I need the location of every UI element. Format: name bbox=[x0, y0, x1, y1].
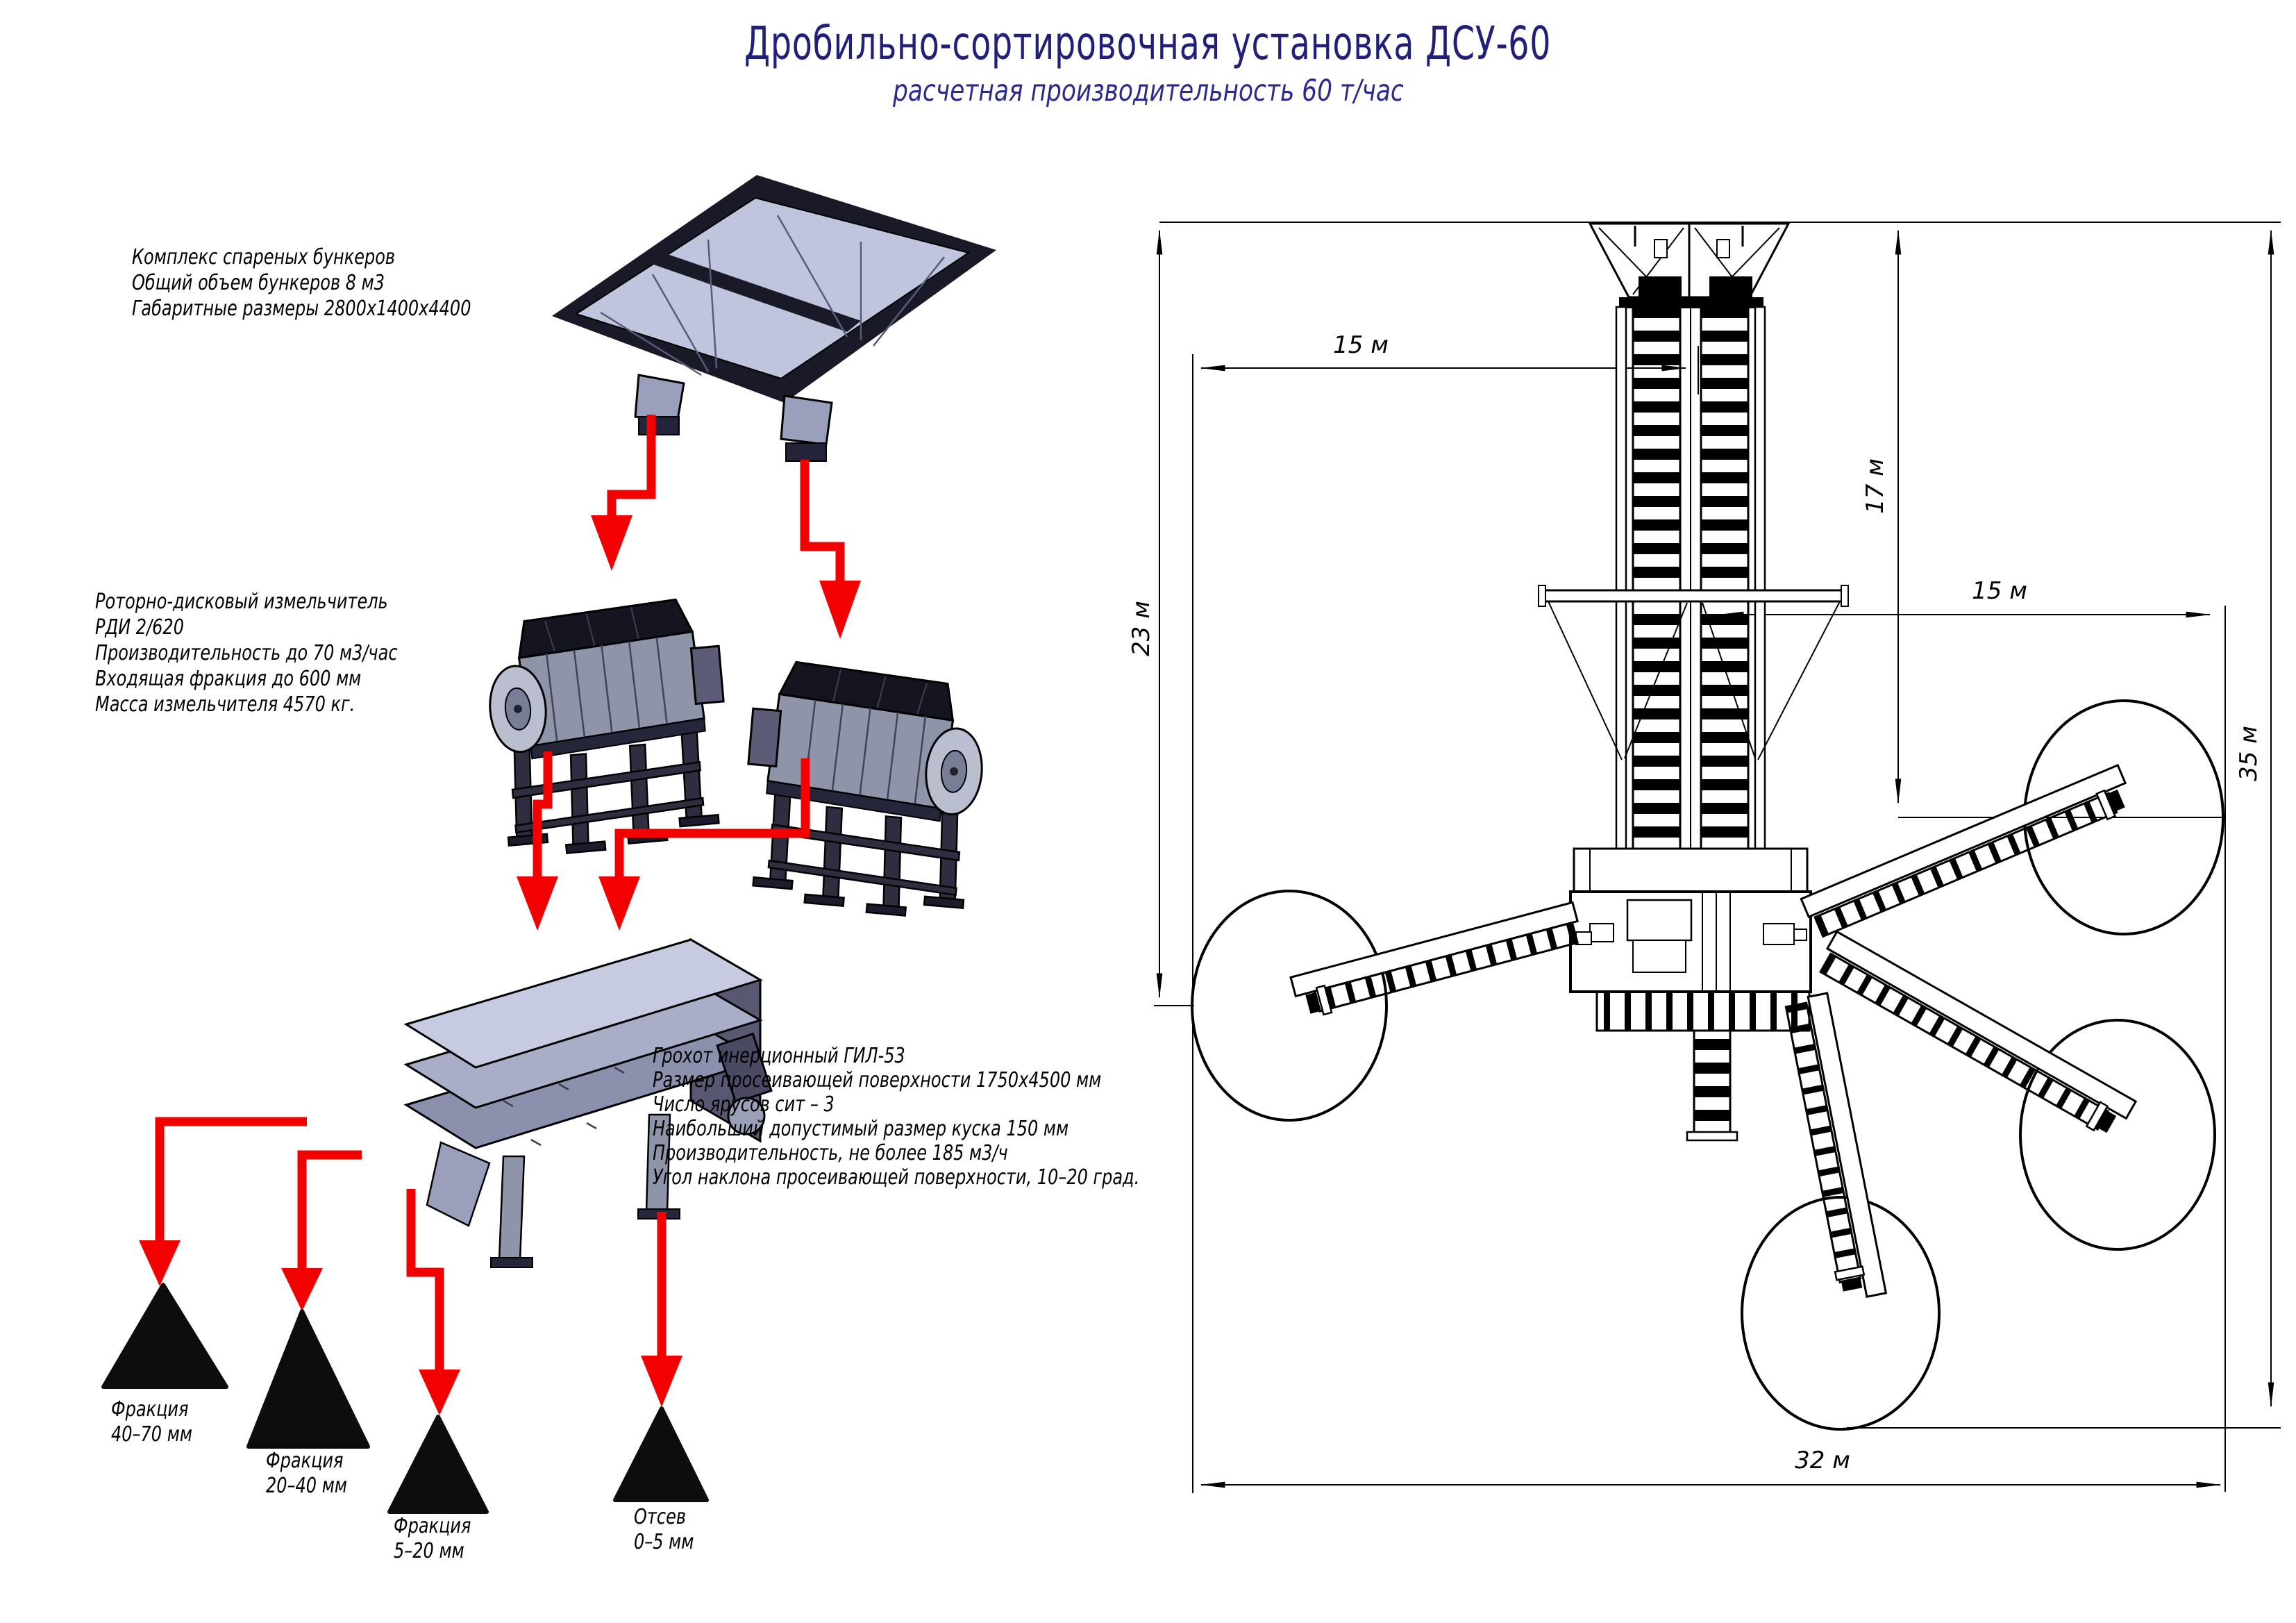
page-subtitle: расчетная производительность 60 т/час bbox=[892, 74, 1404, 108]
crusher-info-line: Масса измельчителя 4570 кг. bbox=[95, 692, 355, 717]
bunker-info-line: Комплекс спареных бункеров bbox=[132, 245, 396, 269]
arrowhead-icon bbox=[281, 1268, 323, 1311]
arrowhead-icon bbox=[517, 876, 558, 931]
bunker-info-line: Габаритные размеры 2800х1400х4400 bbox=[132, 297, 471, 321]
arrowhead-icon bbox=[641, 1356, 682, 1407]
hub-unit bbox=[1569, 847, 1812, 1142]
screen-info-line: Грохот инерционный ГИЛ-53 bbox=[653, 1044, 905, 1068]
screen-info-line: Производительность, не более 185 м3/ч bbox=[653, 1141, 1008, 1165]
dim-label-23m: 23 м bbox=[1128, 601, 1155, 656]
pile-label-1: Фракция 40–70 мм bbox=[111, 1397, 192, 1447]
conveyor-tower bbox=[1538, 306, 1849, 897]
pile-triangle-2 bbox=[246, 1309, 370, 1449]
pile-triangle-3 bbox=[387, 1415, 489, 1514]
flow-arrow-bunker-to-crusher-2 bbox=[800, 460, 845, 581]
extension-lines bbox=[1154, 222, 2281, 1493]
flow-arrow-screen-to-pile3 bbox=[406, 1189, 444, 1370]
bunker-3d bbox=[552, 175, 996, 462]
arrowhead-icon bbox=[139, 1240, 181, 1286]
bunker-info: Комплекс спареных бункеров Общий объем б… bbox=[132, 244, 471, 322]
arrowhead-icon bbox=[591, 515, 632, 571]
bunker-top-view bbox=[1588, 222, 1791, 308]
dimensions: 23 м 15 м 17 м 15 м 35 м 32 м bbox=[1128, 229, 2274, 1488]
bunker-info-line: Общий объем бункеров 8 м3 bbox=[132, 271, 385, 295]
stockpile-circle-left bbox=[1191, 890, 1388, 1122]
fraction-size: 5–20 мм bbox=[394, 1539, 464, 1563]
screen-info-line: Размер просеивающей поверхности 1750х450… bbox=[653, 1068, 1102, 1092]
stockpile-circle-bottom-right bbox=[2019, 1019, 2216, 1251]
dim-label-35m: 35 м bbox=[2235, 726, 2263, 781]
fraction-name: Фракция bbox=[266, 1449, 344, 1473]
dim-label-32m: 32 м bbox=[1795, 1447, 1850, 1474]
radial-conveyor-bottom-right bbox=[1819, 930, 2138, 1133]
screen-info-line: Угол наклона просеивающей поверхности, 1… bbox=[653, 1165, 1140, 1190]
plan-drawing: 23 м 15 м 17 м 15 м 35 м 32 м bbox=[1128, 222, 2281, 1493]
crusher-left bbox=[480, 595, 737, 860]
screen-info-line: Наибольший допустимый размер куска 150 м… bbox=[653, 1117, 1069, 1141]
radial-conveyor-left bbox=[1289, 901, 1579, 1016]
flow-arrow-crusher1-to-screen bbox=[533, 751, 553, 876]
fraction-name: Фракция bbox=[111, 1397, 189, 1422]
crusher-info: Роторно-дисковый измельчитель РДИ 2/620 … bbox=[95, 589, 398, 717]
arrowhead-icon bbox=[419, 1370, 460, 1415]
flow-arrow-crusher2-to-screen bbox=[614, 758, 810, 876]
dim-label-17m: 17 м bbox=[1861, 458, 1889, 514]
flow-arrow-bunker-to-crusher-1 bbox=[607, 415, 656, 515]
pile-triangle-4 bbox=[613, 1406, 709, 1502]
crusher-info-line: Производительность до 70 м3/час bbox=[95, 641, 398, 665]
crusher-info-line: Роторно-дисковый измельчитель bbox=[95, 590, 388, 614]
screen-info-line: Число ярусов сит – 3 bbox=[653, 1092, 835, 1117]
fraction-size: 20–40 мм bbox=[266, 1474, 347, 1498]
page-title: Дробильно-сортировочная установка ДСУ-60 bbox=[744, 17, 1552, 70]
arrowhead-icon bbox=[598, 876, 640, 931]
radial-conveyor-bottom bbox=[1784, 992, 1888, 1298]
dim-label-15m-right: 15 м bbox=[1972, 577, 2027, 605]
fraction-name: Отсев bbox=[634, 1505, 686, 1529]
pile-label-3: Фракция 5–20 мм bbox=[394, 1514, 471, 1564]
flow-arrow-screen-to-pile2 bbox=[297, 1150, 362, 1268]
screen-3d bbox=[403, 938, 773, 1268]
arrowhead-icon bbox=[819, 581, 861, 639]
pile-label-2: Фракция 20–40 мм bbox=[266, 1449, 347, 1499]
crusher-right bbox=[735, 658, 991, 922]
crusher-info-line: Входящая фракция до 600 мм bbox=[95, 667, 362, 691]
fraction-name: Фракция bbox=[394, 1514, 471, 1538]
radial-conveyor-top-right bbox=[1800, 763, 2127, 938]
fraction-size: 40–70 мм bbox=[111, 1422, 192, 1447]
screen-info: Грохот инерционный ГИЛ-53 Размер просеив… bbox=[653, 1044, 1139, 1190]
pile-triangle-1 bbox=[101, 1283, 228, 1389]
fraction-size: 0–5 мм bbox=[634, 1530, 694, 1554]
dim-label-15m-top: 15 м bbox=[1333, 331, 1389, 359]
crusher-info-line: РДИ 2/620 bbox=[95, 615, 184, 640]
flow-arrow-screen-to-pile1 bbox=[155, 1117, 307, 1240]
pile-label-4: Отсев 0–5 мм bbox=[634, 1505, 694, 1555]
